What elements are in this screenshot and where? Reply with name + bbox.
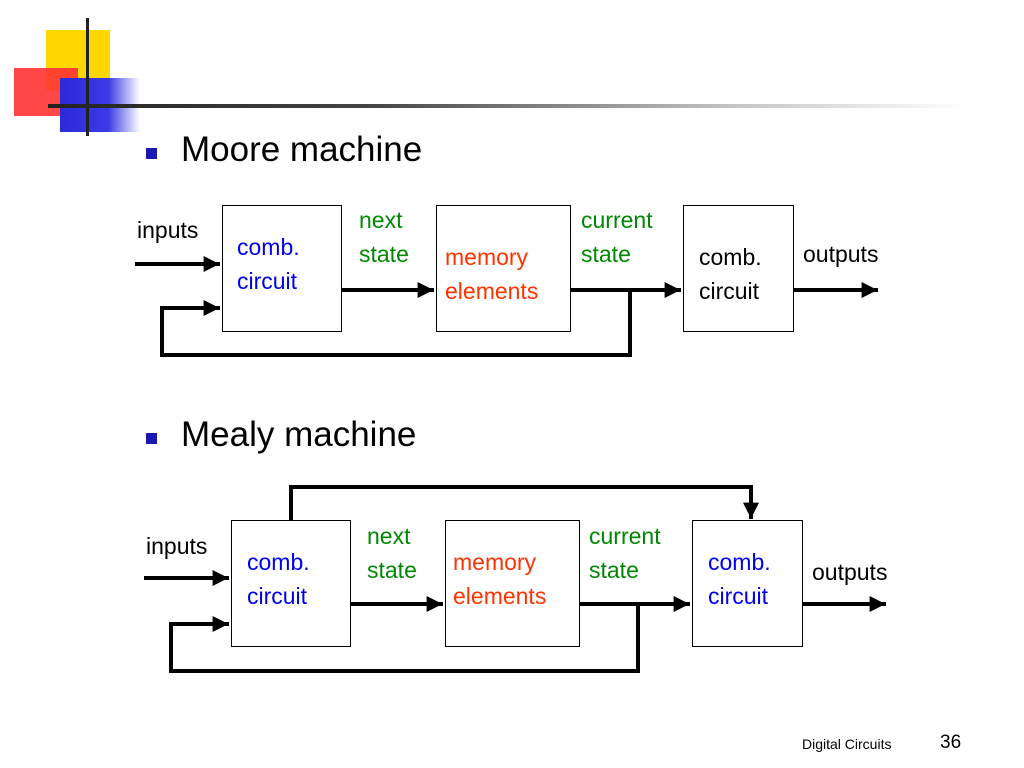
bullet-square-icon bbox=[146, 433, 157, 444]
moore-comb2-line2: circuit bbox=[699, 278, 760, 304]
moore-memory-elements-box: memory elements bbox=[436, 205, 571, 332]
moore-comb2-line1: comb. bbox=[699, 244, 762, 270]
mealy-wires bbox=[144, 485, 886, 673]
mealy-current-label-line2: state bbox=[589, 557, 639, 583]
moore-next-label-line2: state bbox=[359, 241, 409, 267]
moore-comb1-line2: circuit bbox=[237, 268, 298, 294]
mealy-comb2-line2: circuit bbox=[708, 583, 769, 609]
bullet-square-icon bbox=[146, 148, 157, 159]
moore-heading: Moore machine bbox=[181, 130, 423, 169]
mealy-memory-line2: elements bbox=[453, 583, 547, 609]
mealy-input-bypass-arrow bbox=[289, 485, 759, 522]
moore-outputs-label: outputs bbox=[803, 241, 879, 267]
mealy-inputs-label: inputs bbox=[146, 533, 208, 559]
moore-inputs-label: inputs bbox=[137, 217, 199, 243]
moore-wires bbox=[135, 256, 878, 357]
moore-next-label-line1: next bbox=[359, 207, 403, 233]
footer-title: Digital Circuits bbox=[802, 736, 892, 752]
page-number: 36 bbox=[940, 732, 962, 753]
moore-current-label-line1: current bbox=[581, 207, 653, 233]
moore-comb1-line1: comb. bbox=[237, 234, 300, 260]
moore-memory-line2: elements bbox=[445, 278, 539, 304]
title-rule bbox=[48, 104, 968, 108]
mealy-comb2-line1: comb. bbox=[708, 549, 771, 575]
mealy-memory-elements-box: memory elements bbox=[445, 520, 580, 647]
moore-diagram: inputs comb. circuit next state memory e… bbox=[0, 195, 1024, 415]
moore-feedback-loop bbox=[160, 288, 632, 357]
mealy-outputs-label: outputs bbox=[812, 559, 888, 585]
mealy-next-label-line2: state bbox=[367, 557, 417, 583]
moore-comb-circuit-box: comb. circuit bbox=[222, 205, 342, 332]
moore-output-comb-circuit-box: comb. circuit bbox=[683, 205, 794, 332]
moore-memory-line1: memory bbox=[445, 244, 529, 270]
mealy-diagram: inputs comb. circuit next state memory e… bbox=[0, 475, 1024, 695]
mealy-comb1-line2: circuit bbox=[247, 583, 308, 609]
mealy-heading: Mealy machine bbox=[181, 415, 417, 454]
mealy-comb-circuit-box: comb. circuit bbox=[231, 520, 351, 647]
mealy-output-comb-circuit-box: comb. circuit bbox=[692, 520, 803, 647]
mealy-feedback-loop bbox=[169, 602, 640, 673]
mealy-memory-line1: memory bbox=[453, 549, 537, 575]
mealy-comb1-line1: comb. bbox=[247, 549, 310, 575]
moore-current-label-line2: state bbox=[581, 241, 631, 267]
mealy-next-label-line1: next bbox=[367, 523, 411, 549]
decor-vertical-line bbox=[86, 18, 89, 136]
mealy-current-label-line1: current bbox=[589, 523, 661, 549]
